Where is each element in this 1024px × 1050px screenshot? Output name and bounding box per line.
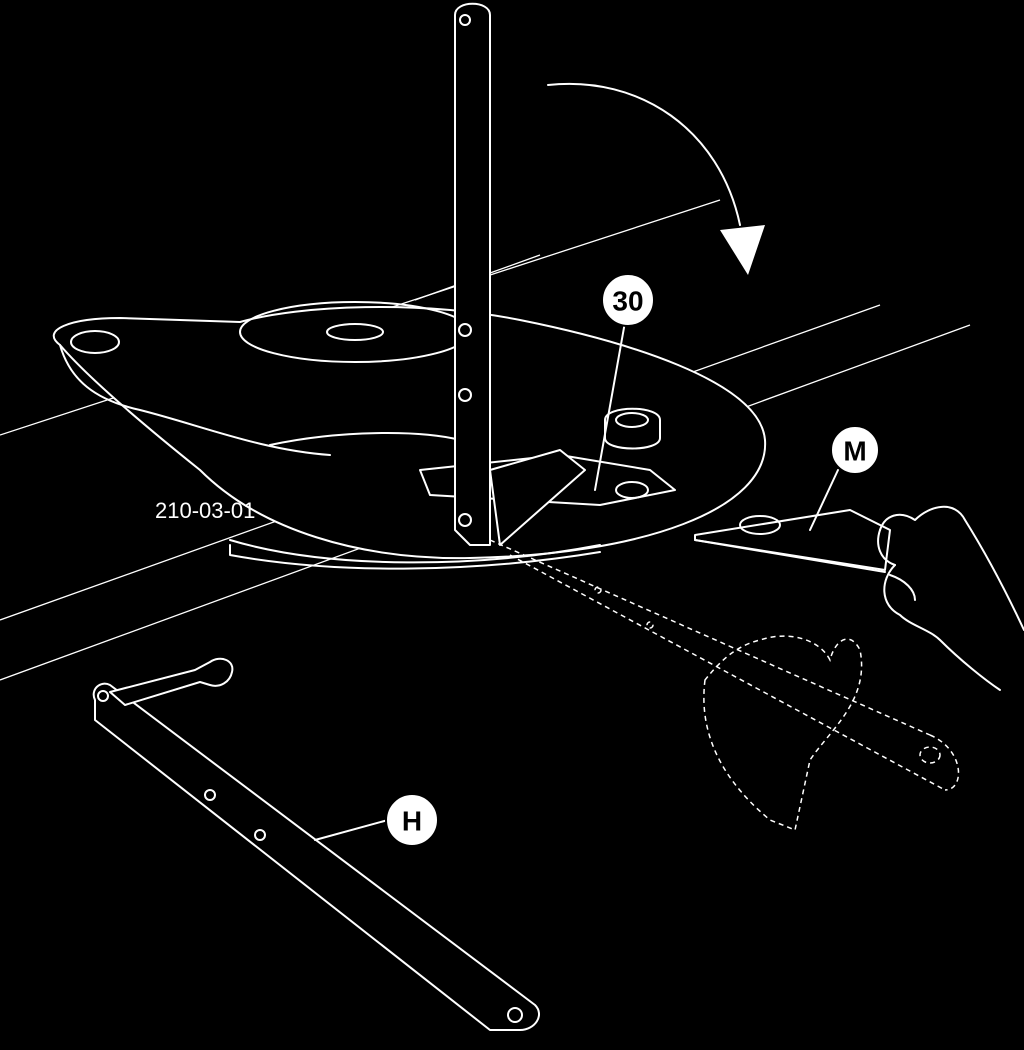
callout-30-label: 30 — [612, 286, 643, 317]
leader-lines — [314, 321, 839, 841]
callout-h-label: H — [402, 806, 422, 837]
dashed-blade-path — [489, 539, 960, 832]
callout-30: 30 — [601, 273, 655, 327]
curved-arrow-icon — [547, 82, 765, 275]
right-hand — [877, 505, 1024, 691]
callout-h: H — [385, 793, 439, 847]
callout-m-label: M — [843, 436, 866, 467]
tool-h — [92, 657, 540, 1031]
blade-m — [694, 509, 891, 573]
tool-bar-vertical — [454, 2, 491, 546]
callout-m: M — [830, 425, 880, 475]
figure-code: 210-03-01 — [155, 498, 255, 523]
